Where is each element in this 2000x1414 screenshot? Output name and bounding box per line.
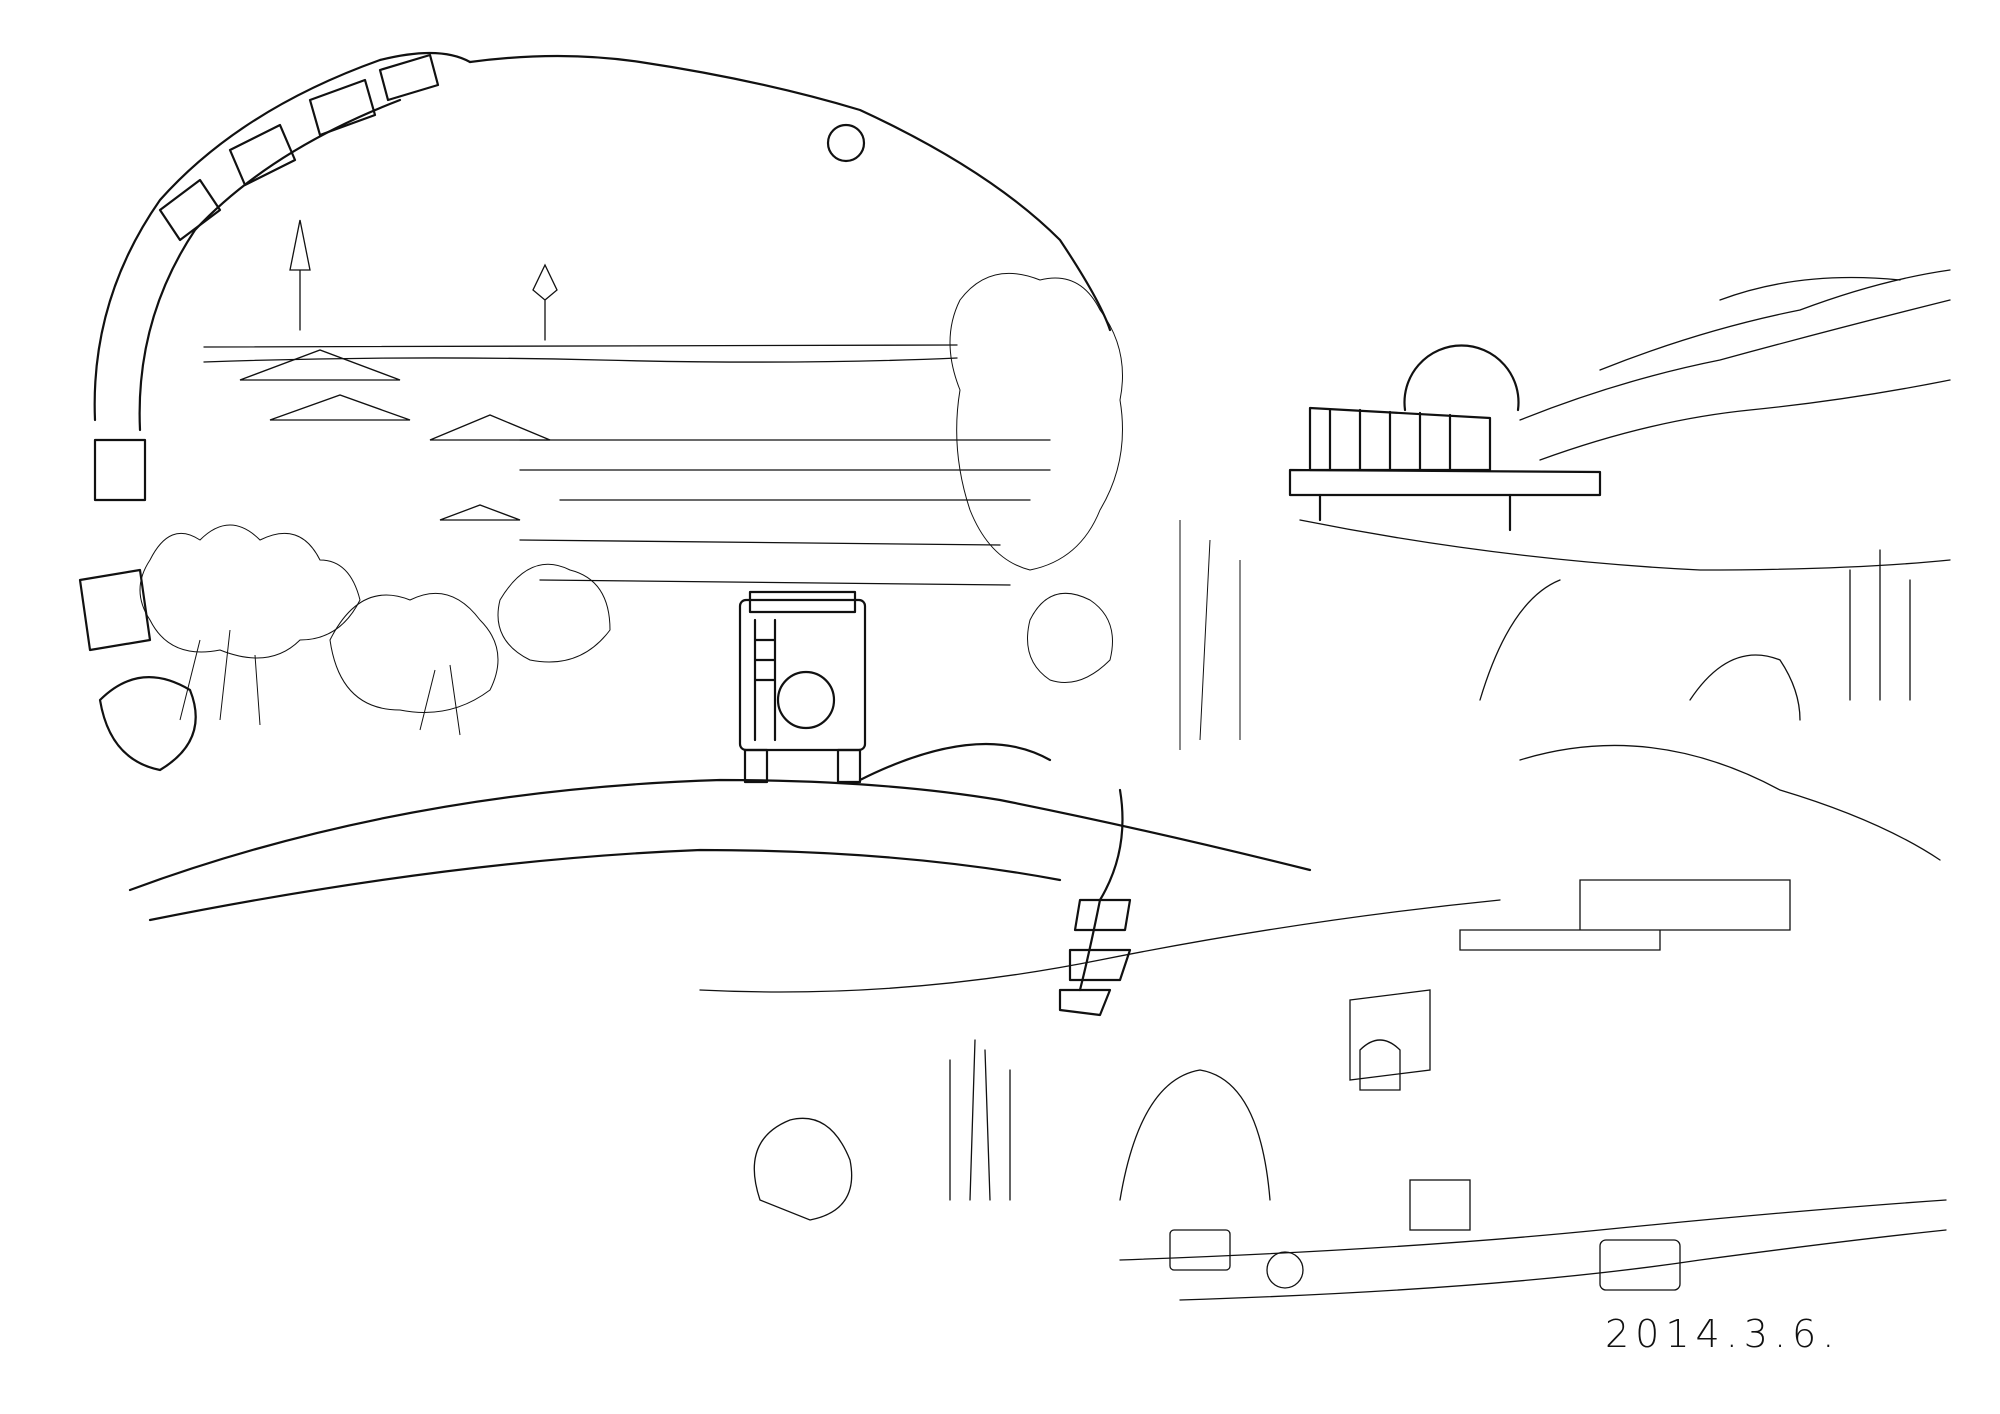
setting-sun	[1403, 344, 1520, 412]
right-hillside	[1299, 519, 1951, 861]
jeep	[738, 590, 867, 784]
date-signature: 2014.3.6.	[1605, 1312, 1841, 1356]
lower-scene	[699, 879, 1947, 1301]
small-sun	[826, 123, 866, 163]
trees-center-right	[949, 272, 1241, 750]
trees-left	[139, 524, 611, 736]
stone-arch	[78, 51, 472, 772]
viewing-platform	[1288, 406, 1602, 532]
distant-landscape	[203, 219, 1051, 586]
road	[128, 742, 1312, 1017]
sky-arc	[468, 54, 1112, 332]
clouds	[1519, 269, 1951, 461]
